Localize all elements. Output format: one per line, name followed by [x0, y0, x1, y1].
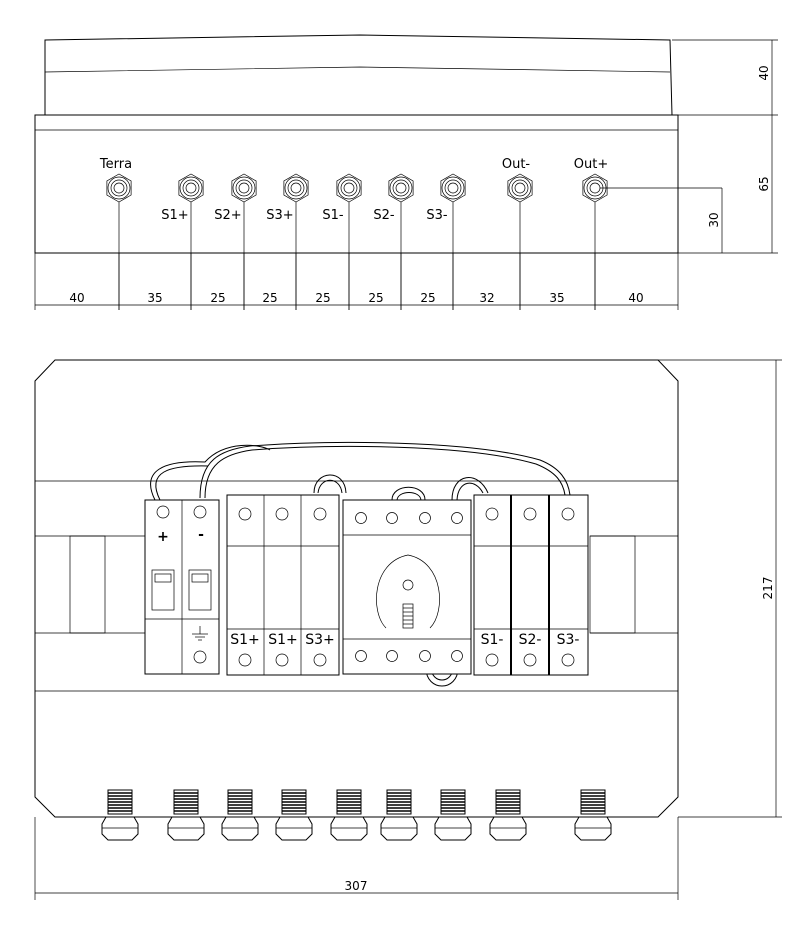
dim-plan-width: 307: [345, 879, 368, 893]
breaker-toggle-right[interactable]: [188, 569, 212, 611]
gland-label-s2-minus: S2-: [373, 208, 395, 223]
gland-label-terra: Terra: [99, 157, 132, 172]
terminal-plus-sign: +: [157, 529, 169, 545]
fuse-label-s3-minus: S3-: [557, 632, 580, 648]
screw-icon: [313, 507, 327, 521]
rotary-knob[interactable]: [376, 554, 440, 629]
dim-25-a: 25: [210, 291, 225, 305]
dim-25-e: 25: [420, 291, 435, 305]
plan-view: + - S1+ S1+ S3+: [34, 359, 782, 900]
screw-icon: [238, 653, 252, 667]
isolator-body: [342, 499, 472, 675]
cable-gland-icon: [434, 789, 472, 841]
screw-icon: [451, 650, 463, 662]
fuse-block-right: [473, 494, 589, 676]
fuse-block-left: [226, 494, 340, 676]
gland-label-out-plus: Out+: [574, 157, 608, 172]
screw-icon: [193, 650, 207, 664]
cable-gland-icon: [330, 789, 368, 841]
dim-40-right: 40: [628, 291, 643, 305]
knob-center-icon: [402, 579, 414, 591]
dimension-ticks: [34, 253, 679, 310]
dim-32: 32: [479, 291, 494, 305]
wire-b: [199, 442, 571, 499]
cable-gland-icon: [275, 789, 313, 841]
screw-icon: [561, 507, 575, 521]
enclosure-outline: [34, 359, 679, 818]
enclosure-lid: [44, 34, 673, 116]
enclosure-body: [34, 114, 679, 254]
gland-label-s1-minus: S1-: [322, 208, 344, 223]
wire-d: [391, 486, 426, 501]
screw-icon: [523, 653, 537, 667]
screw-icon: [193, 505, 207, 519]
dim-lid-height: 40: [757, 65, 771, 80]
gland-label-s3-minus: S3-: [426, 208, 448, 223]
wire-e2: [456, 482, 484, 501]
screw-icon: [355, 512, 367, 524]
fuse-holders-right: S1- S2- S3-: [473, 494, 589, 676]
terminal-minus-sign: -: [198, 527, 204, 543]
screw-icon: [355, 650, 367, 662]
wire-e: [451, 477, 489, 501]
end-stop-right: [589, 535, 636, 634]
wire-a2: [155, 465, 209, 501]
screw-icon: [156, 505, 170, 519]
screw-icon: [451, 512, 463, 524]
cable-gland-icon: [574, 789, 612, 841]
dim-25-c: 25: [315, 291, 330, 305]
cable-gland-icon: [167, 789, 205, 841]
screw-icon: [275, 507, 289, 521]
fuse-label-s1-plus: S1+: [230, 632, 260, 648]
dim-35-b: 35: [549, 291, 564, 305]
fuse-label-s2-minus: S2-: [519, 632, 542, 648]
screw-icon: [238, 507, 252, 521]
fuse-label-s3-plus: S3+: [305, 632, 335, 648]
dim-plan-height: 217: [761, 577, 775, 600]
screw-icon: [313, 653, 327, 667]
dim-40-left: 40: [69, 291, 84, 305]
rotary-isolator: [342, 499, 472, 675]
wire-c2: [317, 479, 343, 494]
screw-icon: [386, 650, 398, 662]
screw-icon: [275, 653, 289, 667]
wire-d2: [396, 492, 422, 501]
dc-breaker: + -: [144, 499, 220, 675]
dim-35: 35: [147, 291, 162, 305]
dim-25-d: 25: [368, 291, 383, 305]
end-stop-left: [69, 535, 106, 634]
gland-label-s2-plus: S2+: [214, 208, 241, 223]
cable-gland-icon: [507, 173, 533, 310]
wire-c: [313, 474, 347, 494]
screw-icon: [419, 512, 431, 524]
screw-icon: [386, 512, 398, 524]
dim-gland-height: 30: [707, 212, 721, 227]
cable-gland-icon: [489, 789, 527, 841]
screw-icon: [561, 653, 575, 667]
lid-bevel-line: [44, 66, 671, 73]
fuse-label-s1-plus-2: S1+: [268, 632, 298, 648]
screw-icon: [523, 507, 537, 521]
screw-icon: [485, 507, 499, 521]
gland-label-out-minus: Out-: [502, 157, 531, 172]
ground-icon: [192, 626, 208, 641]
cable-gland-row: [101, 789, 612, 841]
cable-gland-icon: [221, 789, 259, 841]
screw-icon: [419, 650, 431, 662]
cable-gland-icon: [380, 789, 418, 841]
dimension-values: 40 35 25 25 25 25 25 32 35 40: [69, 291, 643, 305]
breaker-toggle-left[interactable]: [151, 569, 175, 611]
fuse-label-s1-minus: S1-: [481, 632, 504, 648]
front-view: Terra S1+ S2+ S3+ S1- S2- S3- Out- Out+ …: [34, 34, 778, 310]
screw-icon: [485, 653, 499, 667]
gland-row: [106, 173, 608, 310]
fuse-holders-left: S1+ S1+ S3+: [226, 494, 340, 676]
gland-label-s3-plus: S3+: [266, 208, 293, 223]
dim-25-b: 25: [262, 291, 277, 305]
wire-b2: [204, 446, 566, 499]
dim-body-height: 65: [757, 176, 771, 191]
cable-gland-icon: [101, 789, 139, 841]
gland-label-s1-plus: S1+: [161, 208, 188, 223]
